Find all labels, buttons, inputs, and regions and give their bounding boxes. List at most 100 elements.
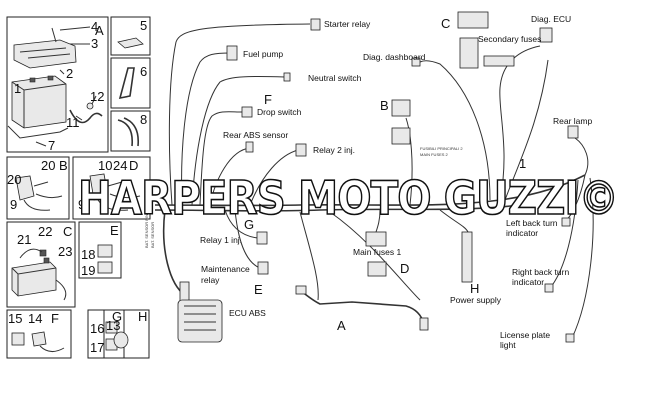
wire-license-light bbox=[571, 177, 594, 339]
callout-5: 5 bbox=[140, 18, 147, 33]
callout-21: 21 bbox=[17, 232, 31, 247]
box-c: 21 22 23 C bbox=[6, 221, 76, 308]
label-diag-dashboard: Diag. dashboard bbox=[363, 52, 426, 62]
fuse-box-shape bbox=[11, 261, 57, 297]
box-h-frame bbox=[103, 309, 150, 359]
callout-9d: 9 bbox=[78, 197, 85, 212]
cable-tie-shape bbox=[117, 117, 140, 147]
label-letter-c: C bbox=[441, 16, 450, 31]
label-tiny-tag-2: BAT. SENSOR bbox=[150, 222, 155, 248]
label-rear-abs-sensor: Rear ABS sensor bbox=[223, 130, 288, 140]
box-5-frame bbox=[110, 16, 151, 56]
wire-neutral-switch bbox=[191, 76, 286, 206]
label-plate-shape bbox=[117, 37, 144, 49]
wire-right-turn bbox=[549, 179, 579, 289]
wire-battery-lead bbox=[299, 211, 319, 301]
battery-panel: 4 3 2 1 12 11 7 A bbox=[6, 16, 109, 153]
callout-8: 8 bbox=[140, 112, 147, 127]
sensor-shape bbox=[39, 249, 47, 257]
license-light-connector bbox=[565, 333, 575, 343]
box-f: 15 14 F bbox=[6, 309, 72, 359]
starter-relay-connector bbox=[310, 18, 321, 31]
box-b-frame bbox=[6, 156, 70, 220]
wire-diag-ecu bbox=[499, 45, 541, 201]
drop-switch-connector bbox=[241, 106, 253, 118]
relay-shape bbox=[11, 332, 25, 346]
box-b-wires bbox=[23, 181, 63, 211]
label-letter-b: B bbox=[380, 98, 389, 113]
box-c-wires bbox=[19, 248, 67, 301]
rear-lamp-connector bbox=[567, 125, 579, 139]
label-neutral-switch: Neutral switch bbox=[308, 73, 362, 83]
battery-terminal bbox=[29, 77, 36, 83]
box-e: 18 19 E bbox=[78, 221, 122, 279]
callout-10: 10 bbox=[98, 158, 112, 173]
box-h: 13 H bbox=[103, 309, 150, 359]
ecu-abs-unit bbox=[177, 299, 223, 343]
wire-fuses-b bbox=[405, 117, 413, 206]
fuse-box-c bbox=[459, 37, 479, 69]
label-tiny-tag-1: BAT. SENSOR PIN LEFT bbox=[144, 203, 149, 248]
battery-terminal bbox=[47, 75, 54, 81]
label-callout-1: 1 bbox=[519, 156, 526, 171]
relay-shape bbox=[97, 244, 113, 258]
callout-12: 12 bbox=[90, 89, 104, 104]
power-supply-socket bbox=[461, 231, 473, 283]
battery-lead-terminal bbox=[295, 285, 307, 295]
label-maintenance-1: Maintenance bbox=[201, 264, 250, 274]
relay-2-connector bbox=[295, 143, 307, 157]
relay-socket-shape bbox=[15, 175, 35, 201]
wire-relay-2 bbox=[249, 149, 299, 206]
wire-maintenance bbox=[234, 209, 261, 269]
callout-4: 4 bbox=[91, 19, 98, 34]
label-maintenance-2: relay bbox=[201, 275, 220, 285]
label-fuse-tiny-1: FUSIBILI PRINCIPALI 2 bbox=[420, 146, 463, 151]
relay-1-connector bbox=[256, 231, 268, 245]
callout-20b: 20 bbox=[7, 172, 21, 187]
label-letter-h: H bbox=[470, 281, 479, 296]
fuse-box-c-base bbox=[483, 55, 515, 67]
strap-shape bbox=[118, 67, 135, 100]
callout-23: 23 bbox=[58, 244, 72, 259]
wire-power-supply bbox=[439, 209, 469, 233]
leader-lines bbox=[35, 26, 97, 147]
label-letter-g: G bbox=[244, 217, 254, 232]
battery-cable bbox=[69, 109, 103, 124]
box-b: 20 20 9 B bbox=[6, 156, 70, 220]
fuses-d-block bbox=[367, 261, 387, 277]
box-d-wires bbox=[97, 181, 141, 211]
label-right-turn-2: indicator bbox=[512, 277, 544, 287]
callout-1: 1 bbox=[14, 81, 21, 96]
diagram-labels: Starter relay Fuel pump Neutral switch F… bbox=[144, 14, 592, 350]
connectors bbox=[177, 11, 579, 343]
wire-drop-switch bbox=[199, 111, 243, 206]
callout-13: 13 bbox=[106, 318, 120, 333]
battery-strap bbox=[7, 125, 69, 139]
panel-letter-g: G bbox=[112, 309, 122, 324]
label-letter-f: F bbox=[264, 92, 272, 107]
watermark-text: HARPERS MOTO GUZZI© bbox=[78, 171, 618, 225]
label-power-supply: Power supply bbox=[450, 295, 502, 305]
label-right-turn-1: Right back turn bbox=[512, 267, 569, 277]
battery-lead-a bbox=[299, 289, 425, 325]
relay-socket-shape bbox=[89, 173, 109, 201]
callout-2: 2 bbox=[66, 66, 73, 81]
bolt-shape bbox=[86, 102, 94, 110]
panel-letter-f: F bbox=[51, 311, 59, 326]
label-starter-relay: Starter relay bbox=[324, 19, 371, 29]
label-left-turn-1: Left back turn bbox=[506, 218, 558, 228]
panel-letter-e: E bbox=[110, 223, 119, 238]
label-main-fuses-1: Main fuses 1 bbox=[353, 247, 401, 257]
callout-18: 18 bbox=[81, 247, 95, 262]
callout-17: 17 bbox=[90, 340, 104, 355]
label-drop-switch: Drop switch bbox=[257, 107, 302, 117]
left-turn-connector bbox=[561, 217, 571, 227]
box-d: 10 24 9 D bbox=[72, 156, 151, 220]
abs-sensor-connector bbox=[245, 141, 254, 153]
wire-starter-relay bbox=[168, 23, 311, 206]
panel-letter-b: B bbox=[59, 158, 68, 173]
callout-19: 19 bbox=[81, 263, 95, 278]
wire-relay-1 bbox=[224, 209, 259, 239]
